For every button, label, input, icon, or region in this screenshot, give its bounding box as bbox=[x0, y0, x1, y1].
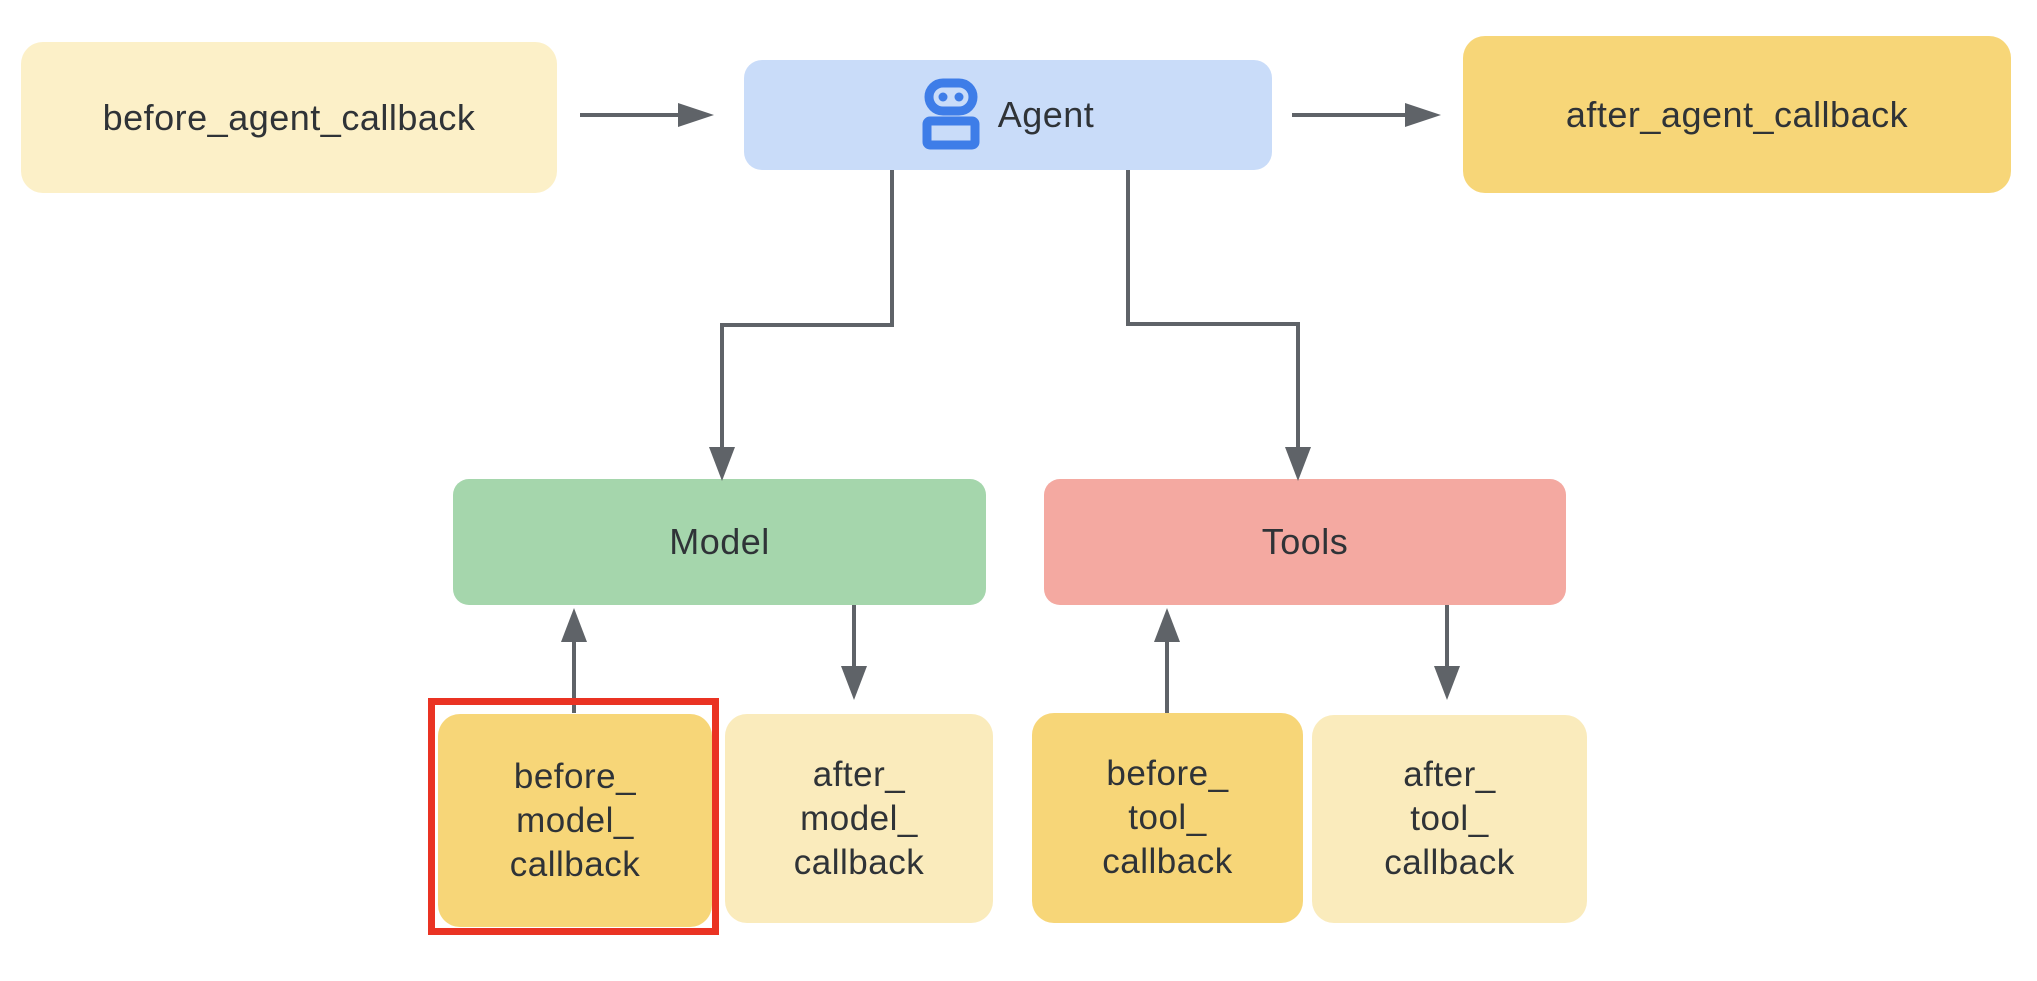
node-label: before_ tool_ callback bbox=[1102, 754, 1233, 881]
edge-tools-to-after-tool bbox=[1434, 605, 1460, 700]
node-before-agent-callback: before_agent_callback bbox=[21, 42, 557, 193]
node-label: Model bbox=[669, 521, 770, 562]
node-label: Tools bbox=[1261, 521, 1349, 562]
node-after-tool-callback: after_ tool_ callback bbox=[1312, 715, 1587, 923]
node-agent: Agent bbox=[744, 60, 1272, 170]
edge-before-tool-to-tools bbox=[1154, 608, 1180, 713]
node-before-model-callback: before_ model_ callback bbox=[438, 714, 712, 927]
node-label: before_agent_callback bbox=[102, 96, 476, 138]
node-tools: Tools bbox=[1044, 479, 1566, 605]
node-label: after_ tool_ callback bbox=[1384, 755, 1515, 882]
edge-before-agent-to-agent bbox=[580, 103, 714, 127]
edge-agent-to-tools bbox=[1126, 170, 1311, 481]
edge-model-to-after-model bbox=[841, 605, 867, 700]
robot-icon bbox=[922, 78, 980, 150]
highlight-frame bbox=[428, 698, 719, 935]
node-after-agent-callback: after_agent_callback bbox=[1463, 36, 2011, 193]
node-label: after_ model_ callback bbox=[793, 754, 925, 882]
edge-agent-to-model bbox=[709, 170, 894, 481]
node-before-tool-callback: before_ tool_ callback bbox=[1032, 713, 1303, 923]
node-label: before_ model_ callback bbox=[509, 756, 641, 884]
node-label: Agent bbox=[997, 94, 1095, 135]
node-label: after_agent_callback bbox=[1565, 93, 1909, 135]
node-model: Model bbox=[453, 479, 986, 605]
node-after-model-callback: after_ model_ callback bbox=[725, 714, 993, 923]
edge-agent-to-after-agent bbox=[1292, 103, 1441, 127]
